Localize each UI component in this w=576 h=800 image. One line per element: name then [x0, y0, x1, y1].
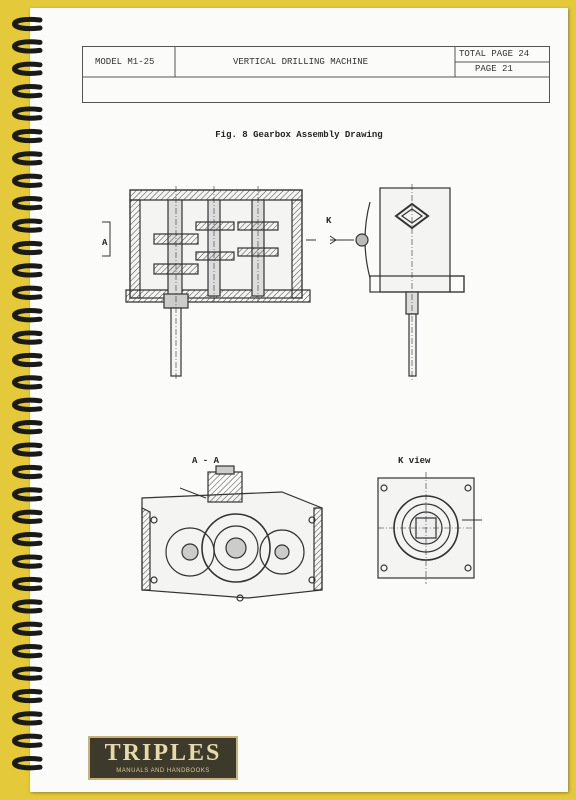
binding-loop [12, 554, 43, 569]
binding-loop [12, 16, 43, 32]
binding-loop [12, 106, 43, 121]
binding-loop [12, 196, 43, 211]
binding-loop [12, 576, 43, 592]
binding-loop [12, 532, 43, 547]
logo-tagline: MANUALS AND HANDBOOKS [116, 768, 210, 774]
document-page: MODEL M1-25 VERTICAL DRILLING MACHINE TO… [30, 8, 568, 792]
logo-wordmark: TRIPLES [104, 740, 222, 766]
k-view [377, 472, 482, 584]
binding-loop [12, 487, 43, 502]
side-view [329, 184, 465, 380]
binding-loop [12, 621, 43, 636]
binding-loop [12, 173, 43, 188]
binding-loop [12, 240, 43, 256]
binding-loop [12, 84, 43, 99]
front-section-view [102, 186, 316, 380]
binding-loop [12, 442, 43, 457]
binding-loop [12, 644, 43, 659]
binding-loop [12, 599, 43, 614]
title-block-lines [83, 47, 549, 78]
binding-loop [12, 509, 43, 524]
k-view-label: K view [398, 456, 431, 466]
binding-loop [12, 218, 43, 233]
page-label: PAGE 21 [475, 64, 513, 74]
total-page-label: TOTAL PAGE 24 [459, 49, 530, 59]
binding-loop [12, 151, 43, 166]
binding-loop [12, 756, 43, 771]
binding-loop [12, 263, 43, 278]
binding-loop [12, 352, 43, 368]
binding-loop [12, 733, 43, 748]
section-a-a-label: A - A [192, 456, 220, 466]
binding-loop [12, 464, 43, 480]
binding-loop [12, 330, 43, 345]
model-label: MODEL M1-25 [95, 57, 155, 67]
binding-loop [12, 666, 43, 681]
binding-loop [12, 39, 43, 54]
binding-loop [12, 128, 43, 144]
binding-loop [12, 397, 43, 412]
title-block: MODEL M1-25 VERTICAL DRILLING MACHINE TO… [82, 46, 550, 103]
binding-loop [12, 285, 43, 300]
view-marker-k: K [326, 216, 332, 226]
triples-logo: TRIPLES MANUALS AND HANDBOOKS [88, 736, 238, 780]
figure-caption: Fig. 8 Gearbox Assembly Drawing [215, 130, 383, 140]
binding-loop [12, 375, 43, 390]
binding-loop [12, 688, 43, 704]
binding-loop [12, 308, 43, 323]
binding-loop [12, 711, 43, 726]
binding-loop [12, 61, 43, 76]
document-title: VERTICAL DRILLING MACHINE [233, 57, 369, 67]
section-a-a-view [141, 465, 323, 602]
spiral-binding [12, 16, 43, 771]
binding-loop [12, 420, 43, 435]
section-marker-a: A [102, 238, 108, 248]
technical-drawings [102, 184, 482, 602]
